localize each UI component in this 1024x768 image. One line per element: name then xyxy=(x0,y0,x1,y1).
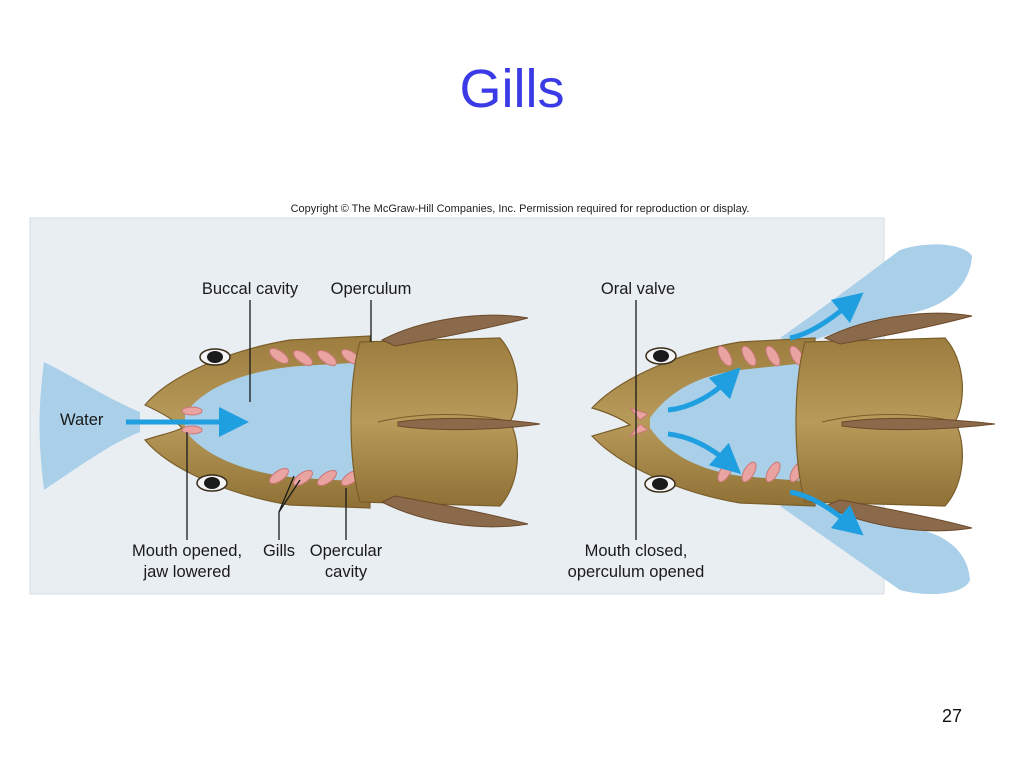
label-mouth-opened-line2: jaw lowered xyxy=(142,563,230,581)
water-plume-left xyxy=(39,362,140,490)
label-buccal-cavity: Buccal cavity xyxy=(202,280,299,298)
label-opercular-line1: Opercular xyxy=(310,542,383,560)
right-buccal-cavity xyxy=(650,362,815,482)
leader-lines xyxy=(186,300,637,540)
left-buccal-cavity xyxy=(185,362,370,482)
right-fish xyxy=(590,244,996,595)
label-mouth-closed-line1: Mouth closed, xyxy=(585,542,688,560)
water-plume-lower-right xyxy=(780,498,970,595)
left-fish-lower-eye xyxy=(196,474,228,492)
label-operculum: Operculum xyxy=(331,280,412,298)
oral-valve xyxy=(628,406,650,438)
right-fish-upper-eye xyxy=(645,347,677,365)
water-flow-arrows-right xyxy=(667,292,864,536)
label-oral-valve: Oral valve xyxy=(601,280,675,298)
label-water: Water xyxy=(60,411,104,429)
right-fish-lower-eye xyxy=(644,475,676,493)
page-number: 27 xyxy=(941,706,962,726)
left-gill-filaments-upper xyxy=(269,347,361,367)
right-gill-filaments-upper xyxy=(717,345,805,367)
copyright-notice: Copyright © The McGraw-Hill Companies, I… xyxy=(290,203,750,215)
left-fish xyxy=(39,314,541,528)
label-opercular-line2: cavity xyxy=(325,563,368,581)
left-fins xyxy=(380,314,541,528)
label-mouth-closed-line2: operculum opened xyxy=(568,563,705,581)
slide-title: Gills xyxy=(459,59,565,119)
label-gills: Gills xyxy=(263,542,295,560)
label-mouth-opened-line1: Mouth opened, xyxy=(132,542,242,560)
left-fish-upper-eye xyxy=(199,348,231,366)
left-gill-filaments-lower xyxy=(269,467,361,487)
